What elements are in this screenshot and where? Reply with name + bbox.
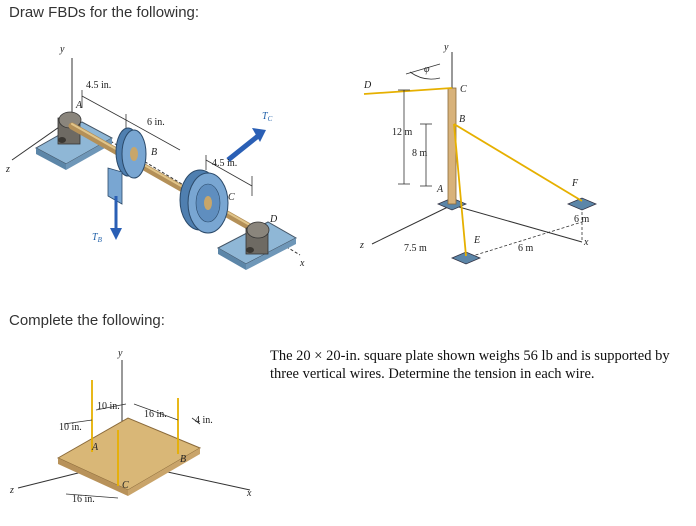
plate-dim-16b: 16 in. [72,494,95,505]
pole-dim-75: 7.5 m [404,243,427,254]
force-tb-arrow [110,196,122,240]
pole-point-e: E [473,235,480,246]
problem-statement: The 20 × 20-in. square plate shown weigh… [270,348,670,382]
base-f [566,197,598,211]
shaft-force-tc: TC [262,111,273,123]
shaft-point-a: A [75,100,83,111]
cable-cd [363,87,453,95]
bearing-a [34,111,114,170]
pole-x-label: x [583,237,589,248]
cable-be [453,123,467,257]
square-plate [56,417,202,496]
shaft-x-label: x [299,258,305,269]
pulley-b [107,127,147,205]
shaft-point-c: C [228,192,235,203]
pole-dim-6a: 6 m [518,243,534,254]
plate-dim-4: 4 in. [195,415,213,426]
plate-dim-10b: 10 in. [97,401,120,412]
pole-point-b: B [459,114,465,125]
shaft-force-tb: TB [92,232,103,244]
shaft-z-label: z [5,164,10,175]
pole-z-axis [371,204,453,245]
shaft-point-b: B [151,147,157,158]
bearing-d [216,221,298,270]
base-e [450,251,482,265]
plate-point-b: B [180,454,186,465]
plate-dim-16a: 16 in. [144,409,167,420]
shaft-dim-c: 4.5 in. [212,158,237,169]
plate-y-label: y [117,348,123,359]
shaft-y-label: y [59,44,65,55]
heading-complete: Complete the following: [9,312,165,329]
pole-point-d: D [363,80,372,91]
pole-angle-phi: φ [424,64,430,75]
pole-point-c: C [460,84,467,95]
pole-dim-6b: 6 m [574,214,590,225]
plate-x-label: x [246,488,252,499]
plate-point-a: A [91,442,99,453]
plate-z-label: z [9,485,14,496]
plate-point-c: C [122,480,129,491]
shaft-dim-b: 6 in. [147,117,165,128]
pole-point-a: A [436,184,444,195]
heading-draw-fbds: Draw FBDs for the following: [9,4,200,21]
shaft [68,122,266,238]
pole-dim-8: 8 m [412,148,428,159]
force-tc-arrow [226,128,266,162]
pole-y-label: y [443,42,449,53]
pole-x-axis [451,204,583,243]
pole-z-label: z [359,240,364,251]
pole-point-f: F [571,178,579,189]
shaft-dim-a: 4.5 in. [86,80,111,91]
plate-dim-10a: 10 in. [59,422,82,433]
cable-bf [453,123,583,202]
shaft-point-d: D [269,214,278,225]
pole-dim-12: 12 m [392,127,413,138]
pulley-c [179,169,229,234]
